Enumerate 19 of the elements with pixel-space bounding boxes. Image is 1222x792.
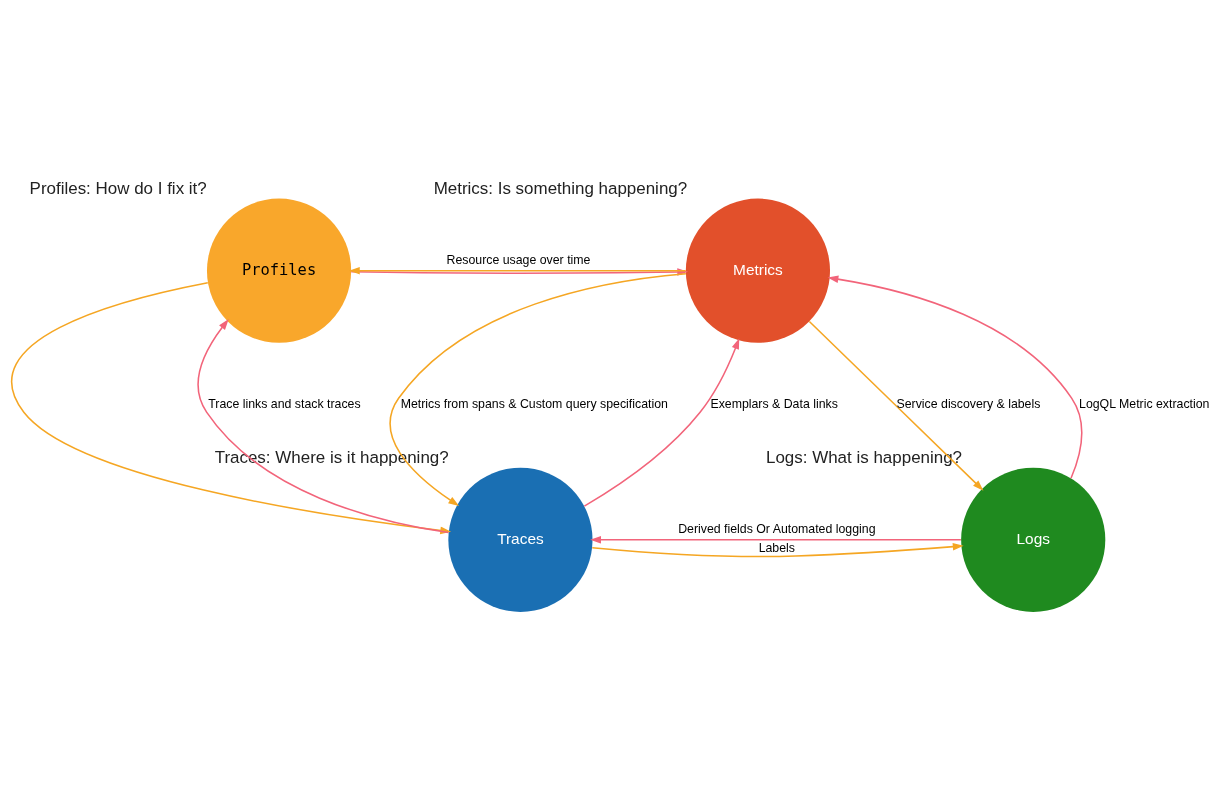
- node-circle: Profiles: [206, 198, 352, 343]
- arrow: [389, 272, 687, 507]
- edge-label: Derived fields Or Automated logging: [678, 522, 876, 537]
- edge-label: Labels: [758, 541, 795, 555]
- arrow: [827, 275, 1083, 479]
- node-circle: Metrics: [685, 198, 831, 343]
- arrow: [591, 542, 964, 558]
- edge-label: LogQL Metric extraction: [1079, 397, 1210, 412]
- arrow: [590, 536, 962, 544]
- node-label: Metrics: Is something happening?: [433, 178, 688, 198]
- edge-label: Exemplars & Data links: [710, 397, 838, 412]
- arrow: [583, 338, 740, 507]
- node-circle: Logs: [961, 467, 1106, 612]
- edge-label: Trace links and stack traces: [208, 397, 361, 412]
- edge-label: Service discovery & labels: [896, 397, 1041, 412]
- arrow: [808, 320, 984, 491]
- node-label: Profiles: How do I fix it?: [29, 178, 207, 198]
- edge-label: Resource usage over time: [446, 253, 591, 268]
- edge-label: Metrics from spans & Custom query specification: [400, 397, 668, 412]
